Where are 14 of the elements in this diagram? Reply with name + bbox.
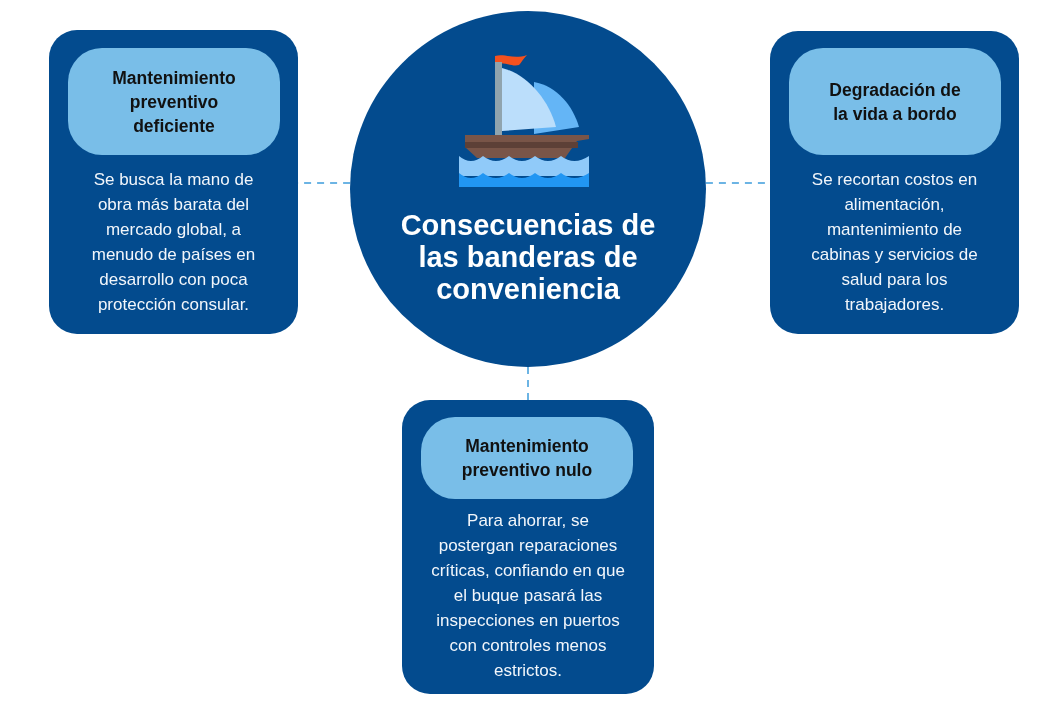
title-text: Consecuencias de las banderas de conveniencia — [399, 209, 657, 305]
heading-text: Degradación de la vida a bordo — [828, 78, 962, 126]
info-card — [402, 400, 654, 694]
description-text: Se busca la mano de obra más barata del mercado global, a menudo de países en desarrollo con poca protección consular. — [90, 169, 257, 316]
description-text: Se recortan costos en alimentación, mantenimiento de cabinas y servicios de salud para los trabajadores. — [810, 169, 979, 316]
description-text: Para ahorrar, se postergan reparaciones críticas, confiando en que el buque pasará las inspecciones en puertos con controles menos estrictos. — [430, 510, 626, 682]
heading-pill — [68, 48, 280, 155]
info-card — [770, 31, 1019, 334]
info-card — [49, 30, 298, 334]
heading-pill — [421, 417, 633, 499]
heading-text: Mantenimiento preventivo deficiente — [111, 66, 237, 138]
heading-text: Mantenimiento preventivo nulo — [460, 435, 594, 482]
dashed-connector — [527, 366, 529, 401]
heading-pill — [789, 48, 1001, 155]
